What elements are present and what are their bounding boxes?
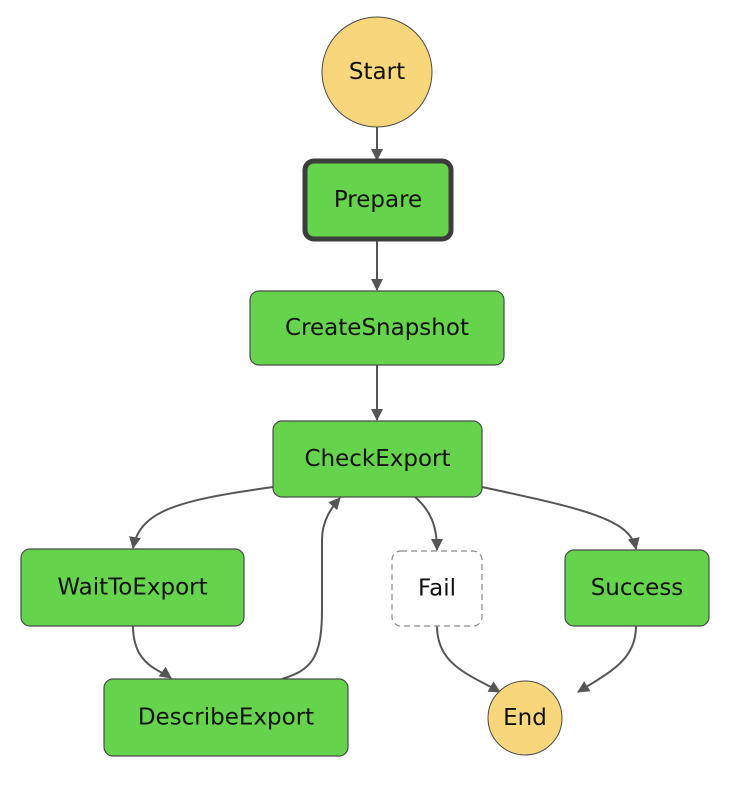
node-check-export-label: CheckExport — [304, 446, 450, 472]
node-describe-export-shape — [103, 678, 349, 757]
node-end[interactable]: End — [487, 680, 563, 756]
node-create-snapshot-label: CreateSnapshot — [285, 315, 469, 341]
node-wait-to-export[interactable]: WaitToExport — [20, 548, 245, 627]
edges — [129, 125, 640, 693]
node-start-label: Start — [349, 59, 405, 85]
node-fail-label: Fail — [418, 576, 456, 602]
node-prepare-shape — [302, 158, 454, 242]
edge-check-export-to-success — [481, 486, 640, 550]
node-start[interactable]: Start — [321, 16, 433, 128]
node-end-label: End — [503, 705, 547, 731]
node-success[interactable]: Success — [564, 549, 710, 627]
edge-fail-to-end — [436, 625, 501, 693]
node-check-export[interactable]: CheckExport — [272, 420, 483, 498]
edge-check-export-to-fail — [414, 496, 443, 551]
node-success-label: Success — [591, 575, 684, 601]
node-check-export-shape — [272, 420, 483, 498]
node-start-shape — [321, 16, 433, 128]
node-create-snapshot[interactable]: CreateSnapshot — [249, 290, 505, 366]
node-describe-export[interactable]: DescribeExport — [103, 678, 349, 757]
node-wait-to-export-shape — [20, 548, 245, 627]
node-create-snapshot-shape — [249, 290, 505, 366]
edge-wait-to-export-to-describe-export — [132, 625, 172, 679]
edge-check-export-to-wait-to-export — [129, 486, 274, 549]
node-success-shape — [564, 549, 710, 627]
node-prepare[interactable]: Prepare — [302, 158, 454, 242]
node-describe-export-label: DescribeExport — [138, 705, 314, 731]
nodes: StartPrepareCreateSnapshotCheckExportWai… — [20, 16, 710, 757]
edge-success-to-end — [577, 625, 637, 693]
node-fail-shape — [391, 550, 483, 627]
node-fail[interactable]: Fail — [391, 550, 483, 627]
node-wait-to-export-label: WaitToExport — [57, 575, 207, 601]
node-prepare-label: Prepare — [334, 187, 422, 213]
edge-describe-export-to-check-export — [281, 497, 341, 680]
node-end-shape — [487, 680, 563, 756]
